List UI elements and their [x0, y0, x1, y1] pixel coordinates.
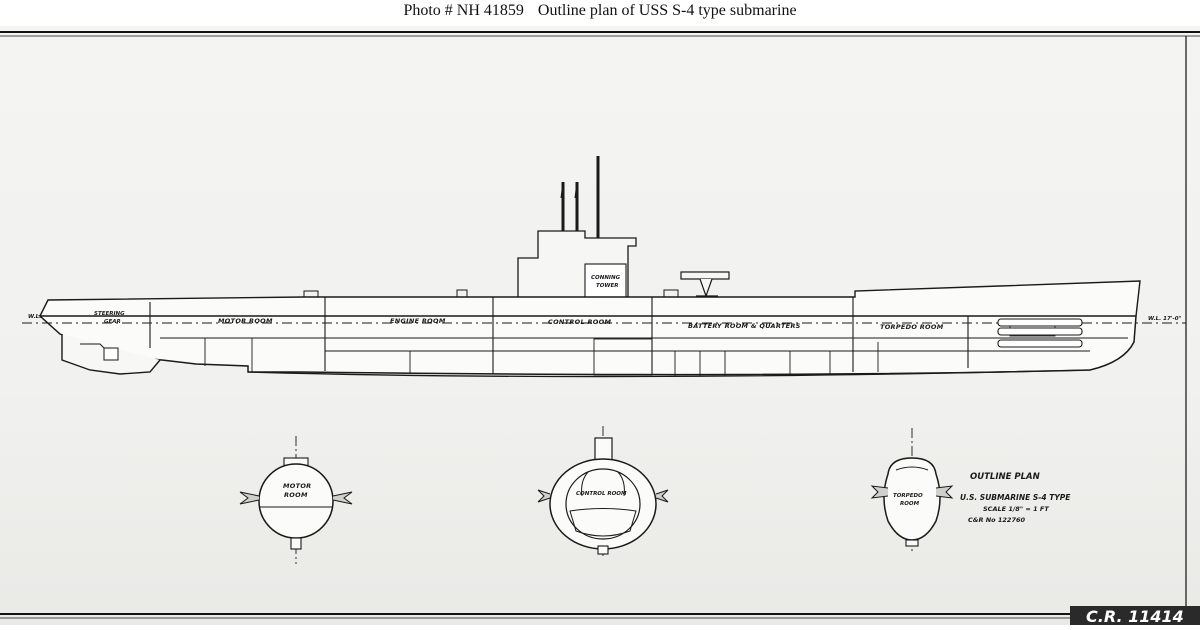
photo-title: Outline plan of USS S-4 type submarine: [537, 2, 797, 19]
title-block-number: C&R No 122760: [968, 516, 1025, 524]
battery-room-label: BATTERY ROOM & QUARTERS: [688, 322, 801, 330]
drawing-sheet: W.L. W.L. 17'-0" STEERING GEAR MOTOR ROO…: [0, 26, 1200, 626]
title-block-heading: OUTLINE PLAN: [970, 472, 1040, 482]
title-block-scale: SCALE 1/8" = 1 FT: [983, 505, 1049, 513]
section-motor-label-2: ROOM: [284, 491, 308, 499]
steering-gear-label-1: STEERING: [94, 311, 125, 317]
engine-room-label: ENGINE ROOM: [390, 317, 446, 325]
motor-room-label: MOTOR ROOM: [218, 317, 273, 325]
photo-caption: Photo # NH 41859 Outline plan of USS S-4 …: [0, 0, 1200, 24]
corner-strip: [1070, 606, 1200, 625]
waterline-label-right: W.L. 17'-0": [1148, 316, 1182, 322]
section-control-label: CONTROL ROOM: [576, 491, 627, 497]
submarine-profile: [22, 156, 1186, 378]
deck-gun: [680, 271, 730, 298]
control-room-label: CONTROL ROOM: [548, 318, 611, 326]
section-motor-room: [239, 436, 353, 564]
battery-wells: [204, 325, 1056, 376]
section-torpedo-label-2: ROOM: [900, 501, 920, 507]
title-block-vessel: U.S. SUBMARINE S-4 TYPE: [960, 493, 1071, 502]
section-control-room: [537, 426, 669, 556]
section-torpedo-room: [870, 428, 954, 554]
bulkheads: [149, 297, 969, 374]
steering-gear-label-2: GEAR: [104, 319, 121, 325]
sheet-border: [0, 31, 1200, 619]
outline-plan-drawing: W.L. W.L. 17'-0" STEERING GEAR MOTOR ROO…: [0, 31, 1200, 626]
conning-tower-label-1: CONNING: [591, 275, 621, 281]
section-torpedo-label-1: TORPEDO: [893, 493, 923, 499]
section-motor-label-1: MOTOR: [283, 482, 311, 490]
photo-number: Photo # NH 41859: [403, 2, 524, 19]
torpedo-room-label: TORPEDO ROOM: [880, 323, 944, 331]
waterline-label-left: W.L.: [28, 314, 41, 320]
corner-mark: C.R. 11414: [1086, 607, 1184, 625]
conning-tower-label-2: TOWER: [596, 283, 619, 289]
torpedo-tubes: [997, 318, 1083, 348]
